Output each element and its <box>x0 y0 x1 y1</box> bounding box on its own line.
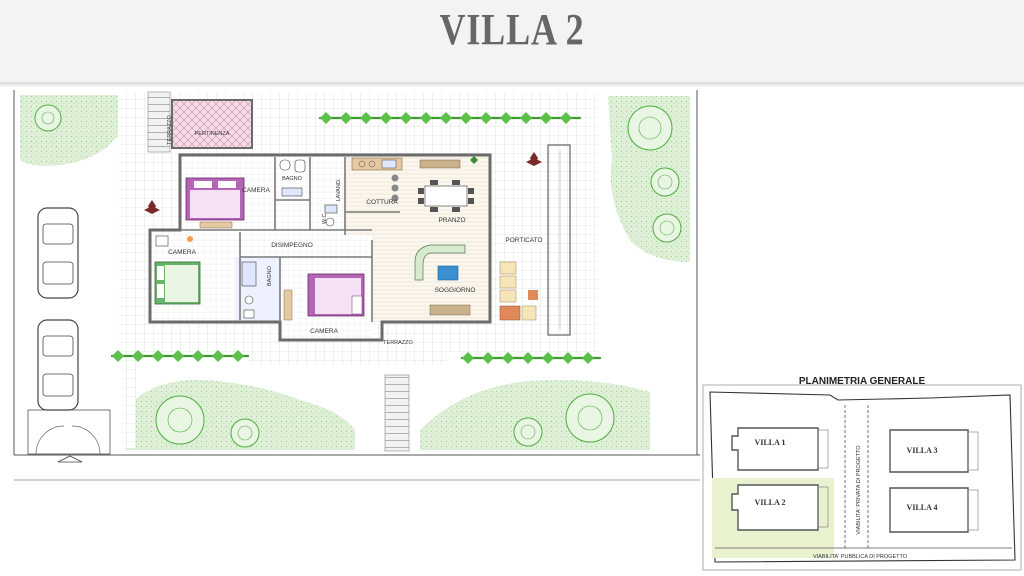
kitchen-counter <box>351 157 403 202</box>
entrance-steps <box>384 374 410 452</box>
interior-walls <box>180 157 400 322</box>
side-steps <box>147 91 171 153</box>
bathroom-1-fixtures <box>279 159 306 197</box>
bagno-2-label: BAGNO <box>267 265 273 286</box>
living-furniture <box>414 244 471 316</box>
bed-2 <box>154 235 201 305</box>
porticato-label: PORTICATO <box>505 237 542 244</box>
bed-3 <box>283 273 365 321</box>
lot-boundary <box>13 90 700 481</box>
house-walls <box>148 153 492 342</box>
dining-table <box>418 156 478 212</box>
pranzo-label: PRANZO <box>438 217 465 224</box>
villa-4-label: VILLA 4 <box>907 503 938 512</box>
disimpegno-label: DISIMPEGNO <box>271 242 313 249</box>
villa-3-label: VILLA 3 <box>907 446 938 455</box>
camera-1-label: CAMERA <box>242 187 270 194</box>
title-banner <box>0 0 1024 82</box>
site-plan-title: PLANIMETRIA GENERALE <box>799 376 926 387</box>
hedge-leaves <box>112 112 594 364</box>
bathroom-2-fixtures <box>241 261 257 319</box>
cottura-label: COTTURA <box>366 199 398 206</box>
site-plan <box>702 384 1022 571</box>
soggiorno-label: SOGGIORNO <box>435 287 476 294</box>
camera-3-label: CAMERA <box>310 328 338 335</box>
private-road-label: VIABILITA' PRIVATA DI PROGETTO <box>856 445 862 535</box>
title-divider <box>0 82 1024 88</box>
page-title: VILLA 2 <box>439 5 585 54</box>
bagno-1-label: BAGNO <box>282 176 303 182</box>
villa-2-label: VILLA 2 <box>755 498 786 507</box>
terrazzo-top-label: TERRAZZO <box>167 114 173 144</box>
trees <box>34 104 682 448</box>
porticato-area <box>499 144 571 336</box>
villa-1-label: VILLA 1 <box>755 438 786 447</box>
potted-plants <box>144 152 542 214</box>
tree-details <box>41 111 675 441</box>
pertinenza-room <box>171 99 253 149</box>
camera-2-label: CAMERA <box>168 249 196 256</box>
bed-1 <box>185 177 245 229</box>
lavand-label: LAVAND. <box>336 178 342 201</box>
public-road-label: VIABILITA' PUBBLICA DI PROGETTO <box>813 554 908 560</box>
parked-cars <box>37 207 79 411</box>
wc-fixtures <box>324 204 338 227</box>
terrazzo-bottom-label: TERRAZZO <box>383 340 413 346</box>
pertinenza-label: PERTINENZA <box>195 131 230 137</box>
wc-label: W.C. <box>322 212 328 224</box>
